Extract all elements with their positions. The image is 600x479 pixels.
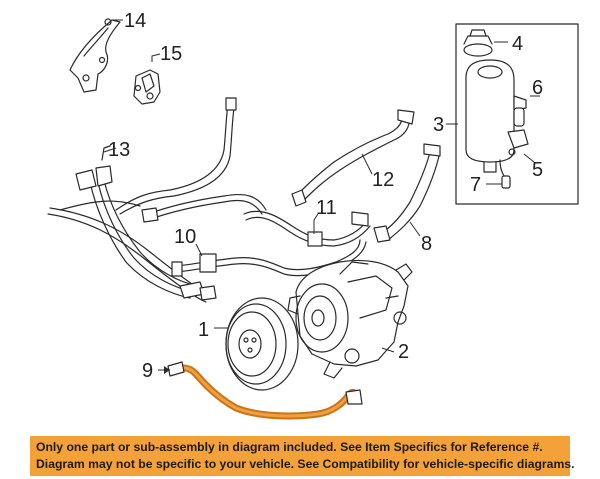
callout-11: 11	[316, 197, 337, 219]
callout-12: 12	[372, 169, 394, 191]
part-15-bracket: 15	[133, 43, 182, 105]
callout-7: 7	[470, 174, 481, 196]
callout-6: 6	[532, 77, 543, 99]
callout-1: 1	[198, 319, 209, 341]
part-5-bracket: 5	[507, 129, 543, 181]
callout-4: 4	[512, 33, 523, 55]
part-1-pulley: 1	[198, 297, 299, 391]
pressure-line-upper	[115, 97, 267, 223]
part-9-highlighted-hose: 9	[142, 360, 363, 420]
disclaimer-notice: Only one part or sub-assembly in diagram…	[30, 436, 575, 476]
part-8-hose: 8	[373, 143, 441, 255]
callout-13: 13	[108, 139, 130, 161]
callout-14: 14	[124, 10, 146, 32]
callout-3: 3	[433, 114, 444, 136]
part-4-reservoir-cap: 4	[463, 29, 523, 57]
part-12-hose: 12	[291, 109, 415, 207]
part-13-hose-assembly: 13	[47, 139, 217, 303]
callout-10: 10	[174, 226, 196, 248]
notice-line-2: Diagram may not be specific to your vehi…	[36, 457, 575, 471]
part-14-bracket: 14	[69, 10, 146, 93]
callout-15: 15	[160, 43, 182, 65]
callout-8: 8	[421, 233, 432, 255]
power-steering-parts-diagram: 14 15 13	[47, 10, 579, 420]
callout-5: 5	[532, 159, 543, 181]
reservoir-assembly: 3 4 6 5	[433, 23, 579, 205]
part-11-line: 11	[243, 197, 371, 247]
part-2-power-steering-pump: 2	[287, 259, 413, 379]
part-7-sensor: 7	[470, 159, 511, 196]
part-6-fitting: 6	[513, 77, 543, 127]
callout-9: 9	[142, 360, 153, 382]
callout-2: 2	[398, 341, 409, 363]
notice-line-1: Only one part or sub-assembly in diagram…	[36, 440, 543, 454]
